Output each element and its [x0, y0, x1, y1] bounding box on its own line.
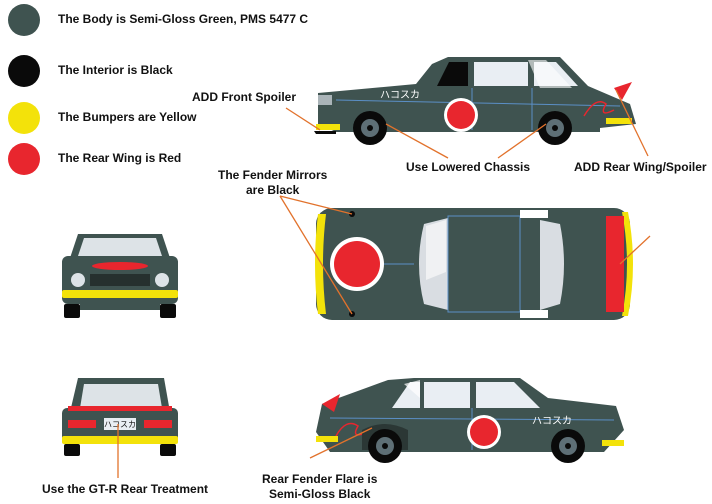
interior-color-swatch: [8, 55, 40, 87]
car-top-view: [315, 208, 633, 320]
legend-label-rear-wing: The Rear Wing is Red: [58, 151, 182, 165]
leader-lines: [117, 89, 651, 478]
legend-item-body: The Body is Semi-Gloss Green, PMS 5477 C: [8, 4, 308, 36]
callout-lowered-chassis: Use Lowered Chassis: [406, 160, 531, 174]
car-front-view: [62, 234, 178, 318]
car-side-view-left: ハコスカ: [314, 57, 636, 145]
wing-color-swatch: [8, 143, 40, 175]
legend-label-interior: The Interior is Black: [58, 63, 173, 77]
legend-item-interior: The Interior is Black: [8, 55, 228, 87]
callout-fender-mirrors-line2: are Black: [245, 183, 300, 197]
legend-label-bumpers: The Bumpers are Yellow: [58, 110, 197, 124]
callout-fender-mirrors-line1: The Fender Mirrors: [218, 168, 328, 182]
body-color-swatch: [8, 4, 40, 36]
car-rear-view: ハコスカ: [62, 378, 178, 456]
side-livery-text-bottom: ハコスカ: [532, 415, 572, 427]
bumper-color-swatch: [8, 102, 40, 134]
side-window-front: [437, 62, 468, 86]
callout-fender-mirrors: The Fender Mirrors are Black: [218, 168, 327, 198]
callout-rear-flare-line1: Rear Fender Flare is: [262, 472, 378, 486]
side-window-door: [474, 62, 528, 86]
legend-item-bumpers: The Bumpers are Yellow: [8, 102, 228, 134]
car-side-view-right: ハコスカ: [316, 378, 624, 463]
callout-gtr-rear: Use the GT-R Rear Treatment: [42, 482, 209, 496]
legend-label-body: The Body is Semi-Gloss Green, PMS 5477 C: [58, 12, 309, 26]
callout-front-spoiler: ADD Front Spoiler: [192, 90, 296, 104]
rear-plate-text: ハコスカ: [104, 420, 136, 429]
side-livery-text-top: ハコスカ: [380, 89, 420, 101]
legend-item-rear-wing: The Rear Wing is Red: [8, 143, 228, 175]
callout-rear-flare-line2: Semi-Gloss Black: [269, 487, 371, 501]
callout-rear-flare: Rear Fender Flare is Semi-Gloss Black: [262, 472, 377, 502]
callout-rear-wing: ADD Rear Wing/Spoiler: [574, 160, 707, 174]
